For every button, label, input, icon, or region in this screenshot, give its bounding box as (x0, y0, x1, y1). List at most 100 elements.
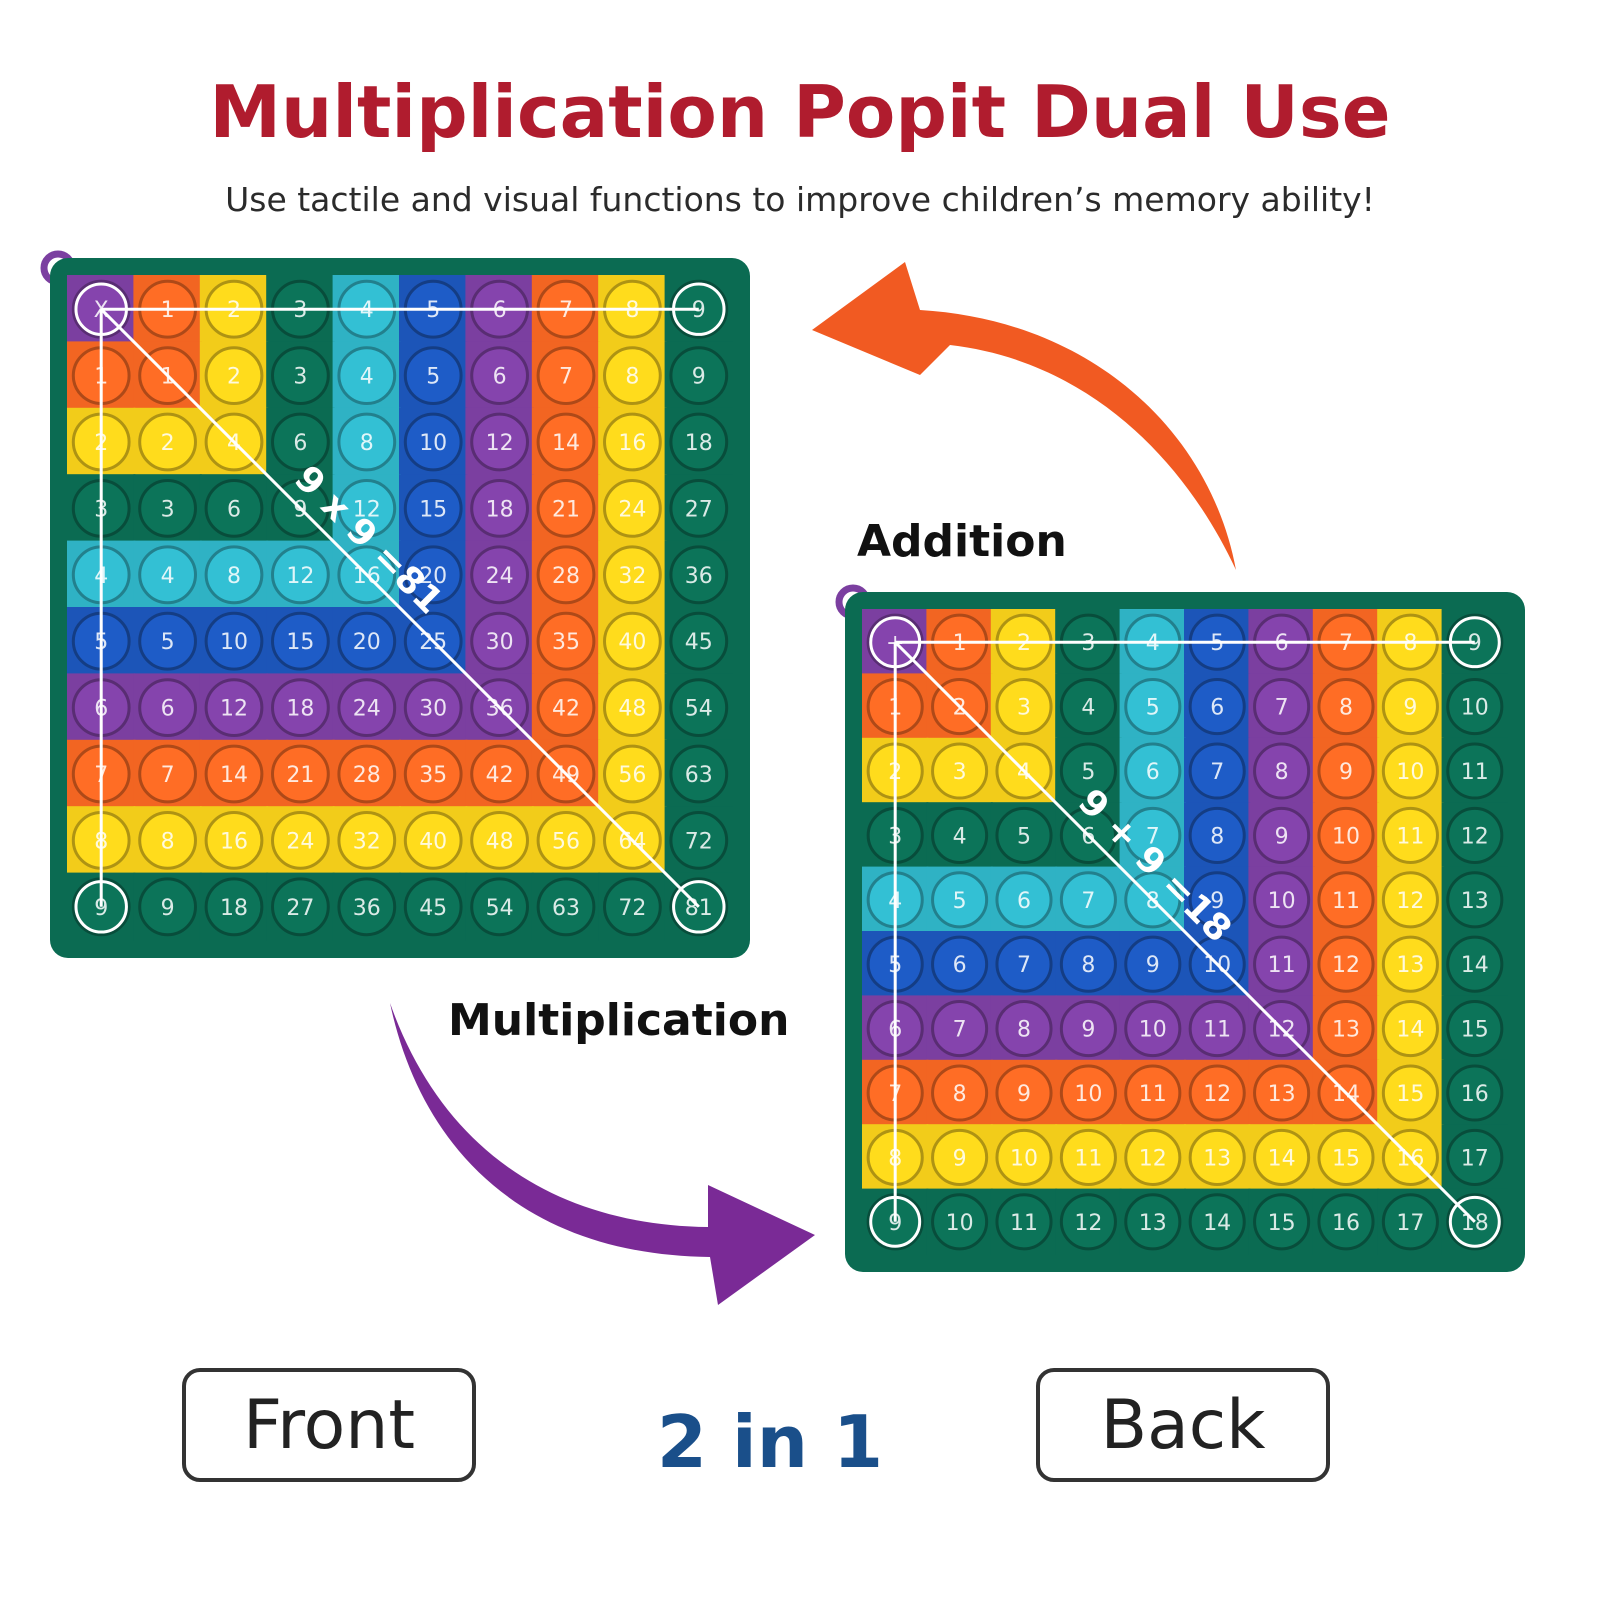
multiplication_board-bubble[interactable] (337, 744, 397, 804)
multiplication_board-bubble[interactable] (403, 479, 463, 538)
addition_board-bubble[interactable] (995, 1000, 1053, 1058)
multiplication_board-bubble[interactable] (470, 744, 529, 804)
addition_board-bubble[interactable] (1446, 806, 1504, 864)
multiplication_board-bubble[interactable] (138, 412, 197, 472)
addition_board-bubble[interactable] (1381, 1064, 1439, 1122)
multiplication_board-bubble[interactable] (337, 346, 397, 405)
addition_board-bubble[interactable] (931, 871, 989, 929)
addition_board-bubble[interactable] (995, 1193, 1053, 1251)
multiplication_board-bubble[interactable] (337, 479, 397, 538)
multiplication_board-bubble[interactable] (669, 744, 729, 804)
multiplication_board-bubble[interactable] (337, 877, 397, 937)
multiplication_board-bubble[interactable] (204, 346, 264, 405)
multiplication_board-bubble[interactable] (470, 545, 529, 605)
addition_board-bubble[interactable] (1317, 1000, 1375, 1058)
multiplication_board-bubble[interactable] (669, 611, 729, 671)
addition_board-bubble[interactable] (995, 678, 1053, 736)
addition_board-bubble[interactable] (1253, 935, 1311, 993)
addition_board-bubble[interactable] (1253, 1128, 1311, 1186)
addition_board-bubble[interactable] (1059, 678, 1117, 736)
multiplication_board-bubble[interactable] (138, 611, 197, 671)
addition_board-bubble[interactable] (931, 742, 989, 800)
addition_board-bubble[interactable] (1059, 1193, 1117, 1251)
multiplication_board-bubble[interactable] (603, 545, 662, 605)
addition_board-bubble[interactable] (995, 871, 1053, 929)
addition_board-bubble[interactable] (1188, 678, 1246, 736)
addition_board-bubble[interactable] (1446, 742, 1504, 800)
addition_board-bubble[interactable] (931, 1128, 989, 1186)
addition_board-bubble[interactable] (1381, 1193, 1439, 1251)
multiplication_board-bubble[interactable] (603, 678, 662, 737)
addition_board-bubble[interactable] (1124, 678, 1182, 736)
multiplication_board-bubble[interactable] (603, 346, 662, 405)
multiplication_board-bubble[interactable] (138, 678, 197, 737)
addition_board-bubble[interactable] (1188, 1064, 1246, 1122)
multiplication_board-bubble[interactable] (536, 545, 596, 605)
multiplication_board-bubble[interactable] (536, 346, 596, 405)
addition_board-bubble[interactable] (1188, 806, 1246, 864)
addition_board-bubble[interactable] (1381, 678, 1439, 736)
multiplication_board-bubble[interactable] (403, 744, 463, 804)
multiplication_board-bubble[interactable] (271, 678, 330, 737)
multiplication_board-bubble[interactable] (603, 877, 662, 937)
addition_board-bubble[interactable] (1124, 935, 1182, 993)
addition_board-bubble[interactable] (1317, 742, 1375, 800)
addition_board-bubble[interactable] (1124, 1000, 1182, 1058)
addition_board-bubble[interactable] (1253, 871, 1311, 929)
multiplication_board-bubble[interactable] (403, 346, 463, 405)
multiplication_board-bubble[interactable] (138, 811, 197, 870)
multiplication_board-bubble[interactable] (271, 877, 330, 937)
addition_board-bubble[interactable] (1059, 1000, 1117, 1058)
multiplication_board-bubble[interactable] (470, 479, 529, 538)
multiplication_board-bubble[interactable] (669, 678, 729, 737)
addition_board-bubble[interactable] (931, 1000, 989, 1058)
addition_board-bubble[interactable] (1446, 678, 1504, 736)
multiplication_board-bubble[interactable] (271, 545, 330, 605)
multiplication_board-bubble[interactable] (271, 346, 330, 405)
multiplication_board-bubble[interactable] (271, 811, 330, 870)
multiplication_board-bubble[interactable] (403, 811, 463, 870)
addition_board-bubble[interactable] (931, 1193, 989, 1251)
multiplication_board-bubble[interactable] (669, 545, 729, 605)
multiplication_board-bubble[interactable] (138, 877, 197, 937)
addition_board-bubble[interactable] (1381, 806, 1439, 864)
multiplication_board-bubble[interactable] (536, 877, 596, 937)
addition_board-bubble[interactable] (1059, 1128, 1117, 1186)
addition_board-bubble[interactable] (1446, 1128, 1504, 1186)
multiplication_board-bubble[interactable] (138, 744, 197, 804)
addition_board-bubble[interactable] (1124, 1128, 1182, 1186)
addition_board-bubble[interactable] (1059, 742, 1117, 800)
addition_board-bubble[interactable] (1059, 871, 1117, 929)
multiplication_board-bubble[interactable] (138, 545, 197, 605)
addition_board-bubble[interactable] (1317, 1128, 1375, 1186)
multiplication_board-bubble[interactable] (271, 744, 330, 804)
addition_board-bubble[interactable] (1381, 1000, 1439, 1058)
multiplication_board-bubble[interactable] (669, 811, 729, 870)
addition_board-bubble[interactable] (1188, 871, 1246, 929)
multiplication_board-bubble[interactable] (271, 611, 330, 671)
addition_board-bubble[interactable] (995, 935, 1053, 993)
addition_board-bubble[interactable] (1317, 1193, 1375, 1251)
multiplication_board-bubble[interactable] (337, 412, 397, 472)
multiplication_board-bubble[interactable] (536, 811, 596, 870)
addition_board-bubble[interactable] (1446, 871, 1504, 929)
multiplication_board-bubble[interactable] (603, 479, 662, 538)
addition_board-bubble[interactable] (1253, 1193, 1311, 1251)
addition_board-bubble[interactable] (1188, 1000, 1246, 1058)
multiplication_board-bubble[interactable] (470, 346, 529, 405)
multiplication_board-bubble[interactable] (536, 678, 596, 737)
multiplication_board-bubble[interactable] (470, 412, 529, 472)
addition_board-bubble[interactable] (1317, 678, 1375, 736)
multiplication_board-bubble[interactable] (204, 611, 264, 671)
multiplication_board-bubble[interactable] (603, 744, 662, 804)
addition_board-bubble[interactable] (1317, 806, 1375, 864)
addition_board-bubble[interactable] (931, 935, 989, 993)
addition_board-bubble[interactable] (1059, 935, 1117, 993)
addition_board-bubble[interactable] (1381, 742, 1439, 800)
multiplication_board-bubble[interactable] (403, 877, 463, 937)
multiplication_board-bubble[interactable] (669, 412, 729, 472)
addition_board-bubble[interactable] (1446, 1064, 1504, 1122)
addition_board-bubble[interactable] (1253, 742, 1311, 800)
addition_board-bubble[interactable] (931, 1064, 989, 1122)
addition_board-bubble[interactable] (1124, 1193, 1182, 1251)
